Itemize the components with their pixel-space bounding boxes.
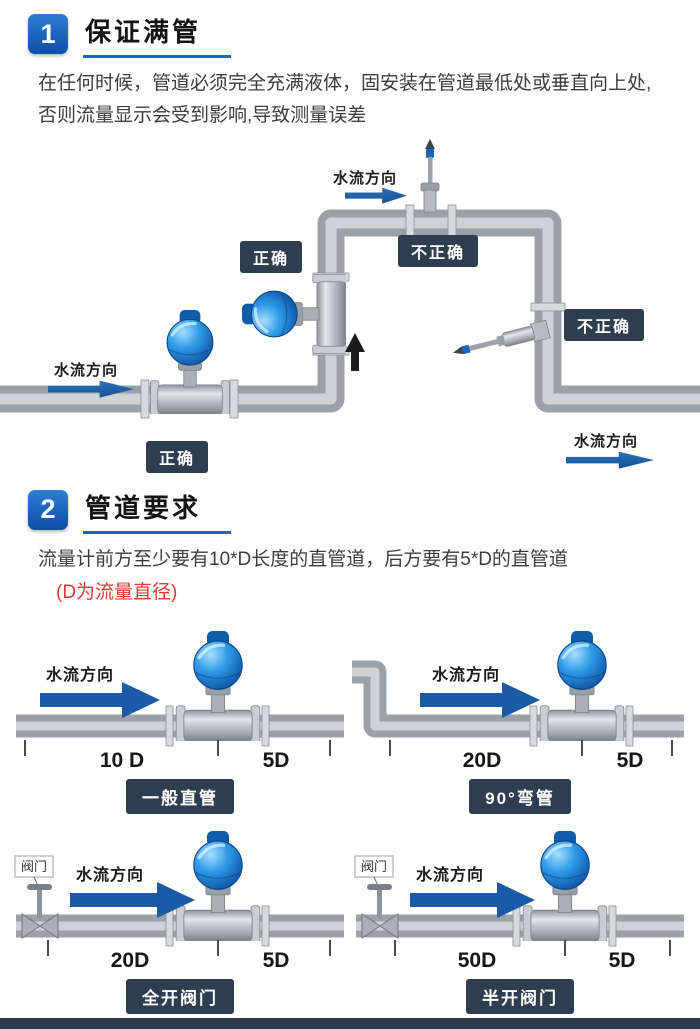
subdiagram-90-bend: 水流方向 20D 5D 90°弯管 [350,614,690,815]
flowmeter [538,631,626,742]
badge-incorrect-top: 不正确 [398,234,479,267]
flange [229,379,239,418]
full-pipe-installation-diagram: 水流方向 正确 不正确 不正确 水流方向 正确 水流方向 [0,137,700,473]
page: 1 保证满管 在任何时候，管道必须完全充满液体，固安装在管道最低处或垂直向上处,… [0,10,700,1029]
valve [361,884,399,940]
section2-header: 2 管道要求 [0,486,700,534]
flow-direction-label: 水流方向 [432,665,500,684]
valve-label: 阀门 [21,859,47,874]
section1-header: 1 保证满管 [0,10,700,58]
footer-divider-bar [0,1018,700,1029]
dim-upstream: 20D [111,949,150,972]
caption-badge-bend: 90°弯管 [469,779,571,815]
dimension-ticks [389,740,673,757]
flow-direction-label: 水流方向 [46,665,114,684]
valve-leader-line [33,877,40,889]
section2-title: 管道要求 [83,486,232,534]
open-valve-drawing: 阀门 水流方向 20D 5D [14,831,344,972]
flow-direction-label-right: 水流方向 [574,432,639,450]
section2-number-badge: 2 [28,489,68,530]
dim-downstream: 5D [263,949,290,972]
subdiagram-straight-pipe: 水流方向 10 D 5D 一般直管 [10,614,350,815]
flow-arrow [40,682,160,719]
dimension-ticks [24,740,331,757]
dimension-ticks [394,940,671,957]
bend-pipe-drawing: 水流方向 20D 5D [352,631,684,772]
section2-body-text: 流量计前方至少要有10*D长度的直管道，后方要有5*D的直管道 [38,548,568,570]
caption-badge-straight: 一般直管 [126,779,234,815]
insertion-sensor-right-incorrect [452,319,551,354]
flow-direction-label: 水流方向 [416,865,484,884]
badge-correct-bottom: 正确 [146,440,209,473]
dim-downstream: 5D [609,949,636,972]
flowmeter-side-correct [242,272,346,355]
flowmeter [174,831,262,942]
dim-upstream: 20D [463,749,502,772]
pipe-highlight [0,217,700,405]
flowmeter-vertical-correct [148,309,232,414]
straight-pipe-drawing: 水流方向 10 D 5D [16,631,344,772]
flange [140,379,150,418]
up-arrow [345,332,365,371]
badge-correct-side: 正确 [240,240,303,273]
dim-downstream: 5D [617,749,644,772]
section1-number-badge: 1 [28,14,68,54]
section2-note-red: (D为流量直径) [56,581,178,603]
valve [21,884,59,940]
flange [530,302,566,311]
caption-badge-open-valve: 全开阀门 [126,979,234,1015]
flow-arrow [410,882,535,919]
valve-leader-line [373,877,380,889]
pipe-requirement-grid: 水流方向 10 D 5D 一般直管 水流方向 [0,614,700,1015]
pipe-run-drawing [0,138,700,418]
flow-direction-label-top: 水流方向 [333,169,398,187]
section1-body-text: 在任何时候，管道必须完全充满液体，固安装在管道最低处或垂直向上处,否则流量显示会… [38,73,652,127]
dimension-ticks [47,940,331,957]
flow-arrow [420,682,540,719]
half-valve-drawing: 阀门 水流方向 50D 5D [354,831,684,972]
section1-title: 保证满管 [83,10,232,58]
flow-arrow [70,882,195,919]
caption-badge-half-valve: 半开阀门 [466,979,574,1015]
flow-direction-label-left: 水流方向 [54,361,119,379]
dim-upstream: 50D [458,949,497,972]
subdiagram-open-valve: 阀门 水流方向 20D 5D 全开阀门 [10,814,350,1015]
flowmeter [521,831,609,942]
dim-upstream: 10 D [100,749,144,772]
subdiagram-half-valve: 阀门 水流方向 50D 5D 半开阀门 [350,814,690,1015]
flowmeter [174,631,262,742]
dim-downstream: 5D [263,749,290,772]
valve-label: 阀门 [361,859,387,874]
insertion-sensor-top-incorrect [420,138,440,212]
badge-incorrect-right: 不正确 [564,308,645,341]
flow-direction-label: 水流方向 [76,865,144,884]
